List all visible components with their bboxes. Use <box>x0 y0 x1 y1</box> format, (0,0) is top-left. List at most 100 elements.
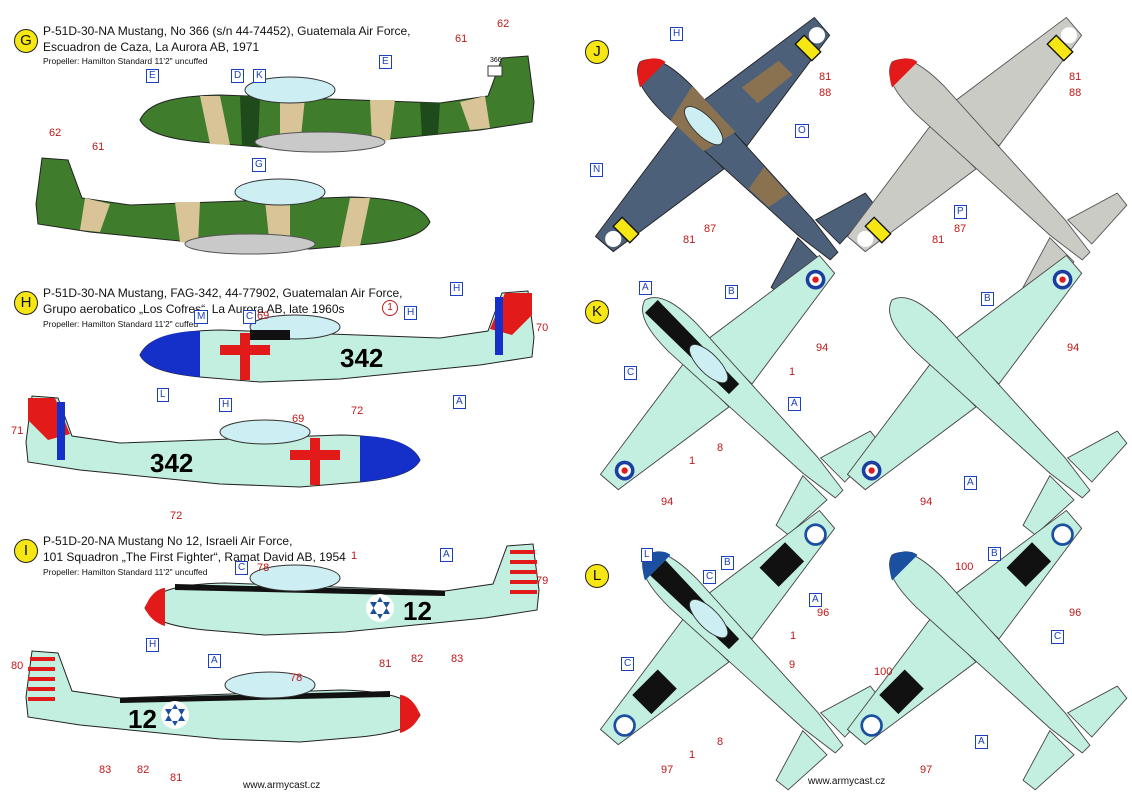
callout-box: A <box>809 593 822 607</box>
callout-number: 100 <box>874 666 893 678</box>
fuselage-number: 342 <box>340 343 383 373</box>
scheme-title: P-51D-20-NA Mustang No 12, Israeli Air F… <box>43 534 293 548</box>
callout-number: 97 <box>661 764 674 776</box>
aircraft-g-left-side: 366 <box>139 55 535 153</box>
callout-box: H <box>450 282 464 296</box>
scheme-title: Escuadron de Caza, La Aurora AB, 1971 <box>43 40 260 54</box>
callout-box: C <box>235 561 249 575</box>
callout-number: 69 <box>292 413 305 425</box>
callout-box: M <box>194 310 209 324</box>
callout-number: 71 <box>11 425 24 437</box>
callout-box: A <box>975 735 988 749</box>
scheme-title: Grupo aerobatico „Los Cofres“, La Aurora… <box>43 302 345 316</box>
callout-number-circled: 1 <box>382 300 398 316</box>
callout-number: 87 <box>954 223 967 235</box>
callout-number: 83 <box>451 653 464 665</box>
scheme-title: P-51D-30-NA Mustang, No 366 (s/n 44-7445… <box>43 24 411 38</box>
callout-box: A <box>788 397 801 411</box>
callout-box: B <box>721 556 734 570</box>
callout-box: N <box>590 163 604 177</box>
callout-number: 81 <box>1069 71 1082 83</box>
aircraft-k-upper-view <box>586 241 884 539</box>
callout-number: 1 <box>689 455 696 467</box>
scheme-title: P-51D-30-NA Mustang, FAG-342, 44-77902, … <box>43 286 403 300</box>
callout-box: H <box>146 638 160 652</box>
callout-number: 88 <box>1069 87 1082 99</box>
callout-number: 94 <box>1067 342 1080 354</box>
callout-box: G <box>252 158 266 172</box>
footer-website: www.armycast.cz <box>808 776 886 787</box>
aircraft-l-lower-view <box>833 496 1131 794</box>
propeller-note: Propeller: Hamilton Standard 11'2" uncuf… <box>43 56 208 66</box>
callout-number: 62 <box>497 18 510 30</box>
callout-number: 83 <box>99 764 112 776</box>
aircraft-j-upper-view <box>581 3 879 301</box>
callout-box: A <box>453 395 466 409</box>
callout-number: 87 <box>704 223 717 235</box>
callout-number: 97 <box>920 764 933 776</box>
callout-number: 80 <box>11 660 24 672</box>
callout-box: B <box>981 292 994 306</box>
callout-box: C <box>624 366 638 380</box>
callout-number: 82 <box>411 653 424 665</box>
callout-number: 81 <box>379 658 392 670</box>
callout-box: L <box>157 388 169 402</box>
callout-box: C <box>703 570 717 584</box>
callout-number: 81 <box>819 71 832 83</box>
scheme-badge: H <box>14 291 38 315</box>
propeller-note: Propeller: Hamilton Standard 11'2" cuffe… <box>43 319 199 329</box>
callout-number: 1 <box>689 749 696 761</box>
callout-box: H <box>670 27 684 41</box>
callout-box: B <box>725 285 738 299</box>
callout-number: 72 <box>351 405 364 417</box>
callout-number: 96 <box>817 607 830 619</box>
propeller-note: Propeller: Hamilton Standard 11'2" uncuf… <box>43 567 208 577</box>
fuselage-number: 342 <box>150 448 193 478</box>
callout-box: A <box>440 548 453 562</box>
callout-number: 1 <box>789 366 796 378</box>
fuselage-number: 12 <box>403 596 432 626</box>
aircraft-h-left-side: 342 <box>139 290 535 383</box>
callout-box: B <box>988 547 1001 561</box>
scheme-badge: G <box>14 29 38 53</box>
callout-number: 94 <box>661 496 674 508</box>
callout-number: 78 <box>290 672 303 684</box>
callout-number: 9 <box>789 659 796 671</box>
aircraft-h-right-side <box>25 395 421 488</box>
callout-number: 88 <box>819 87 832 99</box>
callout-number: 62 <box>49 127 62 139</box>
callout-number: 72 <box>170 510 183 522</box>
callout-box: A <box>639 281 652 295</box>
callout-number: 94 <box>816 342 829 354</box>
callout-number: 8 <box>717 442 724 454</box>
callout-box: A <box>208 654 221 668</box>
scheme-badge: L <box>585 564 609 588</box>
callout-box: P <box>954 205 967 219</box>
callout-number: 8 <box>717 736 724 748</box>
callout-number: 94 <box>920 496 933 508</box>
callout-number: 1 <box>351 550 358 562</box>
callout-box: L <box>641 548 653 562</box>
callout-number: 81 <box>170 772 183 784</box>
aircraft-g-right-side <box>35 157 431 255</box>
callout-box: E <box>379 55 392 69</box>
tail-number: 366 <box>490 57 502 64</box>
callout-number: 81 <box>683 234 696 246</box>
callout-box: K <box>253 69 266 83</box>
scheme-badge: J <box>585 40 609 64</box>
callout-box: C <box>621 657 635 671</box>
callout-box: E <box>146 69 159 83</box>
callout-box: D <box>231 69 245 83</box>
callout-box: H <box>404 306 418 320</box>
callout-box: A <box>964 476 977 490</box>
scheme-badge: K <box>585 300 609 324</box>
aircraft-l-upper-view <box>586 496 884 794</box>
callout-box: C <box>1051 630 1065 644</box>
callout-number: 61 <box>455 33 468 45</box>
footer-website: www.armycast.cz <box>243 780 321 791</box>
callout-number: 81 <box>932 234 945 246</box>
callout-box: O <box>795 124 809 138</box>
callout-number: 78 <box>257 562 270 574</box>
callout-box: H <box>219 398 233 412</box>
callout-number: 82 <box>137 764 150 776</box>
